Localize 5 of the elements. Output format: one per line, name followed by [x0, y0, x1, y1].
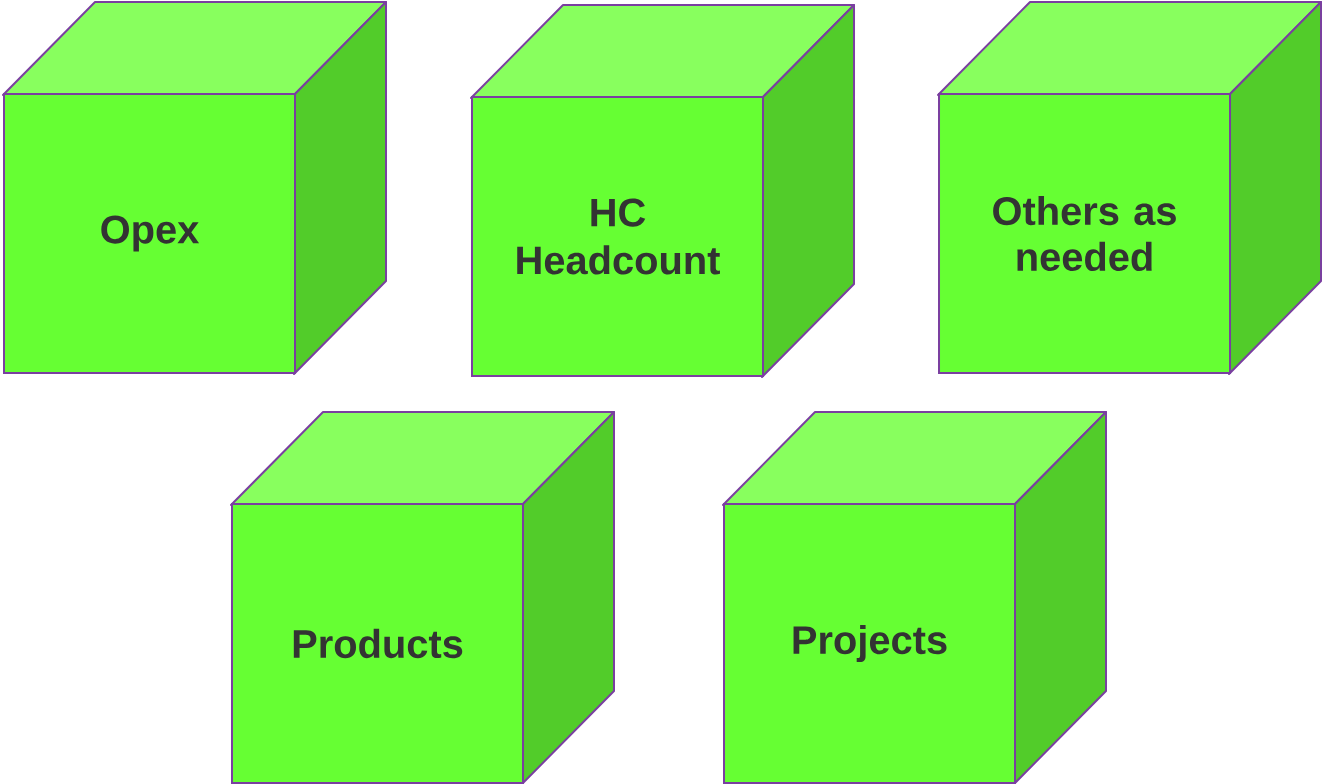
cube: HC Headcount — [470, 4, 855, 378]
cube: Products — [230, 411, 615, 784]
cube: Opex — [2, 1, 387, 375]
cube: Projects — [722, 411, 1107, 784]
cube: Others as needed — [937, 1, 1322, 375]
